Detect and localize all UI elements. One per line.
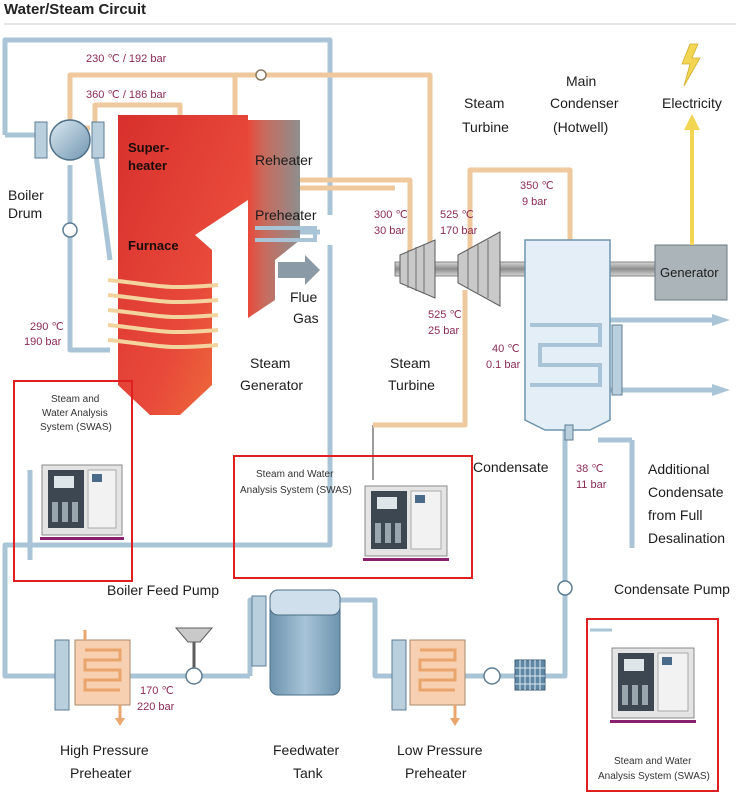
value-525b: 525 ℃ — [428, 309, 462, 321]
swas-analyzer-center — [363, 485, 449, 561]
main-condenser-label: Condenser — [550, 95, 619, 111]
process-values: 230 ℃ / 192 bar 360 ℃ / 186 bar 290 ℃ 19… — [24, 53, 607, 713]
hp-preheater-label: Preheater — [70, 765, 132, 781]
boiler-drum-label: Boiler — [8, 187, 44, 203]
outlet-arrow-icon — [712, 314, 730, 326]
superheater-label: Super- — [128, 140, 169, 155]
boiler-feed-pump-label: Boiler Feed Pump — [107, 582, 219, 598]
flue-gas-label: Flue — [290, 289, 317, 305]
value-170: 220 bar — [137, 701, 175, 713]
swas-right-label: Steam and Water — [614, 756, 692, 767]
value-525b: 25 bar — [428, 325, 460, 337]
swas-labels: Steam and Water Analysis System (SWAS) S… — [40, 394, 710, 782]
labels: Boiler Drum Super- heater Furnace Reheat… — [8, 73, 730, 781]
boiler-feed-pump — [174, 627, 214, 685]
value-290: 190 bar — [24, 336, 62, 348]
steam-turbine-top-label: Steam — [464, 95, 504, 111]
value-350: 350 ℃ — [520, 180, 554, 192]
condensate-pump-label: Condensate Pump — [614, 581, 730, 597]
swas-analyzer-right — [610, 647, 696, 723]
main-condenser — [524, 239, 623, 441]
value-360: 360 ℃ / 186 bar — [86, 89, 167, 101]
swas-left-label: Water Analysis — [42, 408, 108, 419]
swas-left-label: System (SWAS) — [40, 422, 112, 433]
value-525a: 525 ℃ — [440, 209, 474, 221]
additional-condensate-label: from Full — [648, 507, 702, 523]
value-290: 290 ℃ — [30, 321, 64, 333]
steam-generator — [107, 115, 320, 415]
main-condenser-label: (Hotwell) — [553, 119, 608, 135]
feedwater-tank-label: Feedwater — [273, 742, 339, 758]
value-525a: 170 bar — [440, 225, 478, 237]
additional-condensate-label: Condensate — [648, 484, 724, 500]
steam-generator-label: Generator — [240, 377, 303, 393]
drum-valve-icon — [62, 222, 78, 238]
main-condenser-label: Main — [566, 73, 596, 89]
electricity-arrowhead — [684, 114, 700, 130]
swas-frame-right — [586, 618, 719, 792]
lp-pump-icon — [483, 667, 501, 685]
water-pipes — [2, 37, 712, 679]
feedwater-tank-label: Tank — [293, 765, 324, 781]
lp-preheater — [391, 639, 466, 726]
swas-center-label: Analysis System (SWAS) — [240, 485, 352, 496]
value-300: 300 ℃ — [374, 209, 408, 221]
value-230: 230 ℃ / 192 bar — [86, 53, 167, 65]
lp-preheater-label: Low Pressure — [397, 742, 483, 758]
outlet-arrow-icon — [712, 384, 730, 396]
value-40: 40 ℃ — [492, 343, 520, 355]
boiler-drum-label: Drum — [8, 205, 42, 221]
steam-turbine-top-label: Turbine — [462, 119, 509, 135]
condensate-pump-icon — [557, 580, 573, 596]
generator-label: Generator — [660, 265, 719, 280]
steam-valve-icon — [255, 69, 267, 81]
lp-preheater-label: Preheater — [405, 765, 467, 781]
diagram-title: Water/Steam Circuit — [4, 1, 146, 18]
value-300: 30 bar — [374, 225, 406, 237]
hp-preheater-label: High Pressure — [60, 742, 149, 758]
value-40: 0.1 bar — [486, 359, 521, 371]
superheater-label: heater — [128, 158, 167, 173]
boiler-drum — [34, 119, 105, 161]
steam-generator-label: Steam — [250, 355, 290, 371]
swas-left-label: Steam and — [51, 394, 99, 405]
furnace-label: Furnace — [128, 238, 179, 253]
value-38: 38 ℃ — [576, 463, 604, 475]
swas-frame-center — [233, 455, 473, 579]
value-350: 9 bar — [522, 196, 547, 208]
additional-condensate-label: Additional — [648, 461, 710, 477]
condensate-label: Condensate — [473, 459, 549, 475]
swas-center-label: Steam and Water — [256, 469, 334, 480]
steam-turbine-bottom-label: Steam — [390, 355, 430, 371]
value-38: 11 bar — [576, 479, 607, 491]
hp-turbine — [399, 239, 436, 299]
feedwater-tank — [251, 589, 341, 696]
filter-icon — [514, 659, 546, 691]
steam-turbine-bottom-label: Turbine — [388, 377, 435, 393]
electricity-label: Electricity — [662, 95, 722, 111]
additional-condensate-label: Desalination — [648, 530, 725, 546]
swas-frame-left — [13, 380, 133, 582]
preheater-label: Preheater — [255, 207, 317, 223]
generator — [654, 244, 728, 301]
swas-right-label: Analysis System (SWAS) — [598, 771, 710, 782]
swas-analyzer-left — [40, 464, 124, 540]
hp-preheater — [54, 630, 131, 726]
lightning-bolt-icon — [681, 43, 701, 87]
svg-text:Boiler: Boiler — [8, 187, 44, 203]
reheater-label: Reheater — [255, 152, 313, 168]
value-170: 170 ℃ — [140, 685, 174, 697]
flue-gas-label: Gas — [293, 310, 319, 326]
ip-turbine — [457, 231, 501, 307]
svg-text:Drum: Drum — [8, 205, 42, 221]
